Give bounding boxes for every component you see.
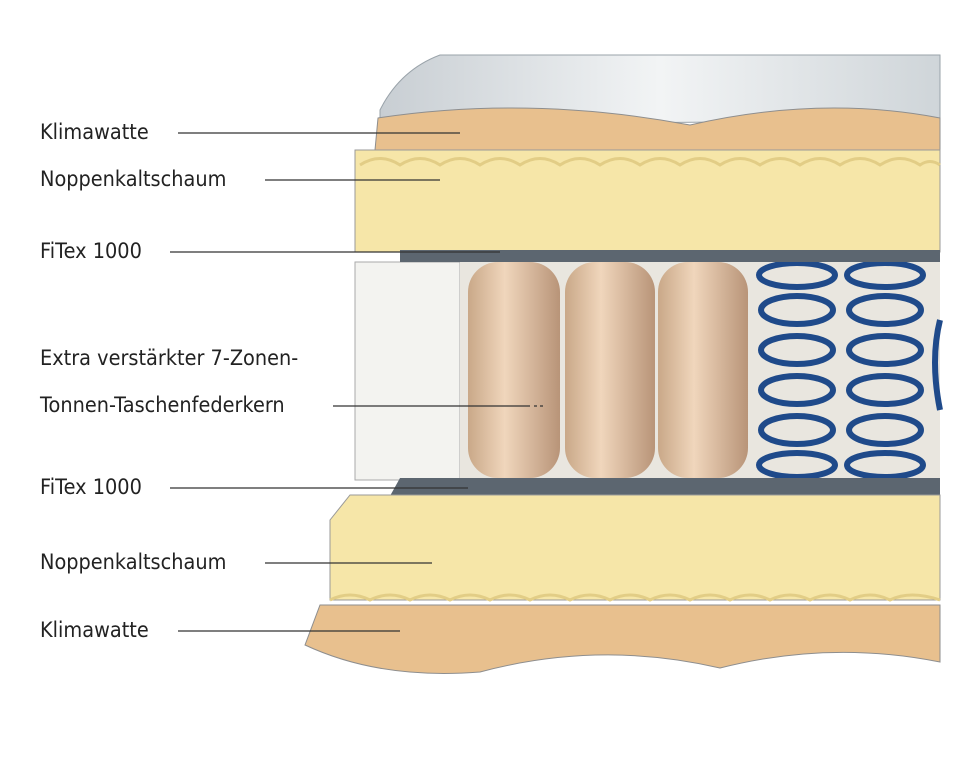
label-noppen-bottom: Noppenkaltschaum [40,550,227,574]
blue-springs [756,260,943,480]
side-padding [354,261,461,481]
label-klimawatte-top: Klimawatte [40,120,149,144]
klimawatte-top-layer [374,107,941,153]
label-core-line1: Extra verstärkter 7-Zonen- [40,346,299,370]
noppen-bottom-layer [329,494,941,601]
fitex-top-layer [400,250,940,262]
leader-lines [170,132,545,632]
label-fitex-top: FiTex 1000 [40,239,142,263]
label-core-line2: Tonnen-Taschenfederkern [40,393,285,417]
pocket-springs [468,262,748,478]
klimawatte-bottom-layer [304,604,941,674]
label-klimawatte-bottom: Klimawatte [40,618,149,642]
label-noppen-top: Noppenkaltschaum [40,167,227,191]
noppen-top-layer [354,149,941,253]
label-fitex-bottom: FiTex 1000 [40,475,142,499]
cover-top [379,54,941,126]
